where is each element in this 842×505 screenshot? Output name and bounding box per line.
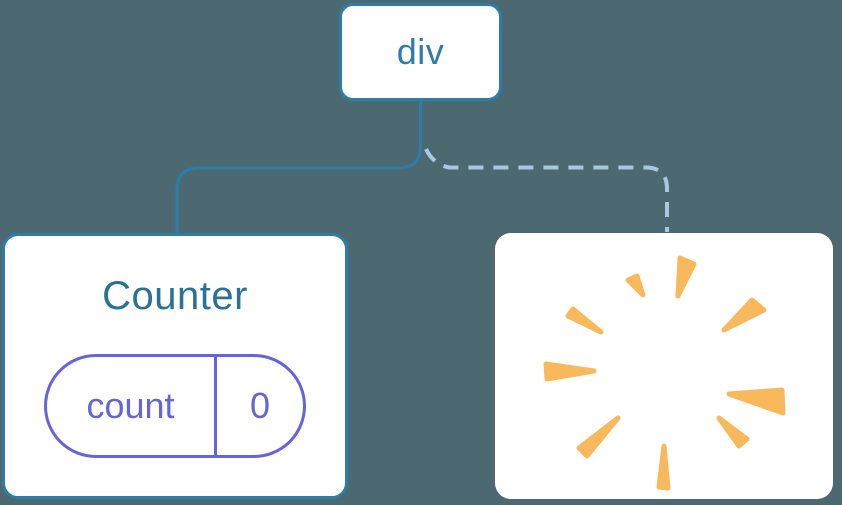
state-value: 0 xyxy=(249,385,271,426)
poof-icon xyxy=(543,255,786,491)
edge-div-to-counter-solid xyxy=(175,100,422,234)
state-key-label: count xyxy=(47,357,217,455)
poof-ray xyxy=(625,273,646,298)
poof-ray xyxy=(576,415,621,459)
poof-ray xyxy=(543,361,597,382)
poof-ray xyxy=(565,306,604,335)
poof-ray xyxy=(675,255,697,299)
poof-ray xyxy=(656,443,671,491)
state-pill: count 0 xyxy=(44,354,306,458)
counter-component-card: Counter count 0 xyxy=(2,233,348,499)
node-div: div xyxy=(339,3,502,101)
poof-ray xyxy=(721,297,767,333)
edge-div-to-removed-dashed xyxy=(424,148,669,232)
poof-ray xyxy=(726,387,786,416)
poof-ray xyxy=(716,415,750,449)
node-div-label: div xyxy=(396,31,445,72)
counter-title: Counter xyxy=(102,274,248,318)
removed-component-card xyxy=(495,233,833,499)
